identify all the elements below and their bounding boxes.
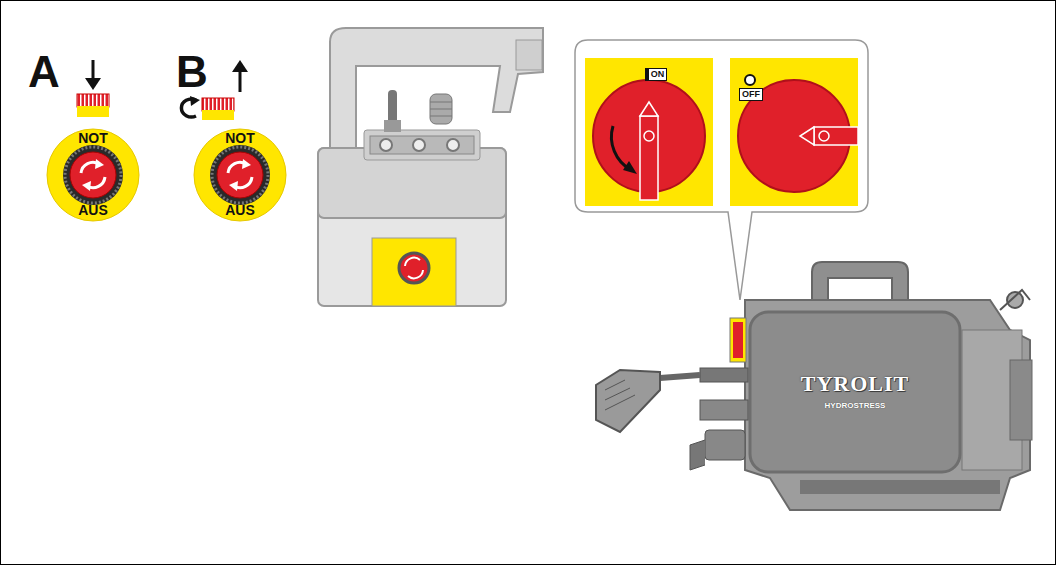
main-switch-on: ON xyxy=(585,58,713,206)
brand-subname: HYDROSTRESS xyxy=(825,401,886,410)
push-arrow xyxy=(85,60,101,90)
brand-name: TYROLIT xyxy=(801,371,909,397)
stop-knob-released xyxy=(202,98,234,120)
emergency-stop-button: NOT AUS xyxy=(46,128,140,222)
main-switch-off: OFF xyxy=(730,58,858,206)
turn-arrow xyxy=(181,96,200,117)
stop-button-text: NOT xyxy=(225,131,255,146)
switch-position-label: OFF xyxy=(739,88,763,101)
switch-position-label: ON xyxy=(645,68,668,81)
stop-button-text: AUS xyxy=(78,203,108,218)
stop-button-text: AUS xyxy=(225,203,255,218)
rotary-switch-shape xyxy=(730,58,858,206)
step-letter: A xyxy=(28,50,60,94)
emergency-stop-button: NOT AUS xyxy=(193,128,287,222)
stop-knob-pressed xyxy=(77,94,109,117)
power-pack-machine xyxy=(596,262,1032,510)
stop-button-text: NOT xyxy=(78,131,108,146)
pull-arrow xyxy=(232,60,248,92)
brand-panel: TYROLIT HYDROSTRESS xyxy=(780,356,930,424)
remote-control xyxy=(318,28,543,306)
step-letter: B xyxy=(176,50,208,94)
